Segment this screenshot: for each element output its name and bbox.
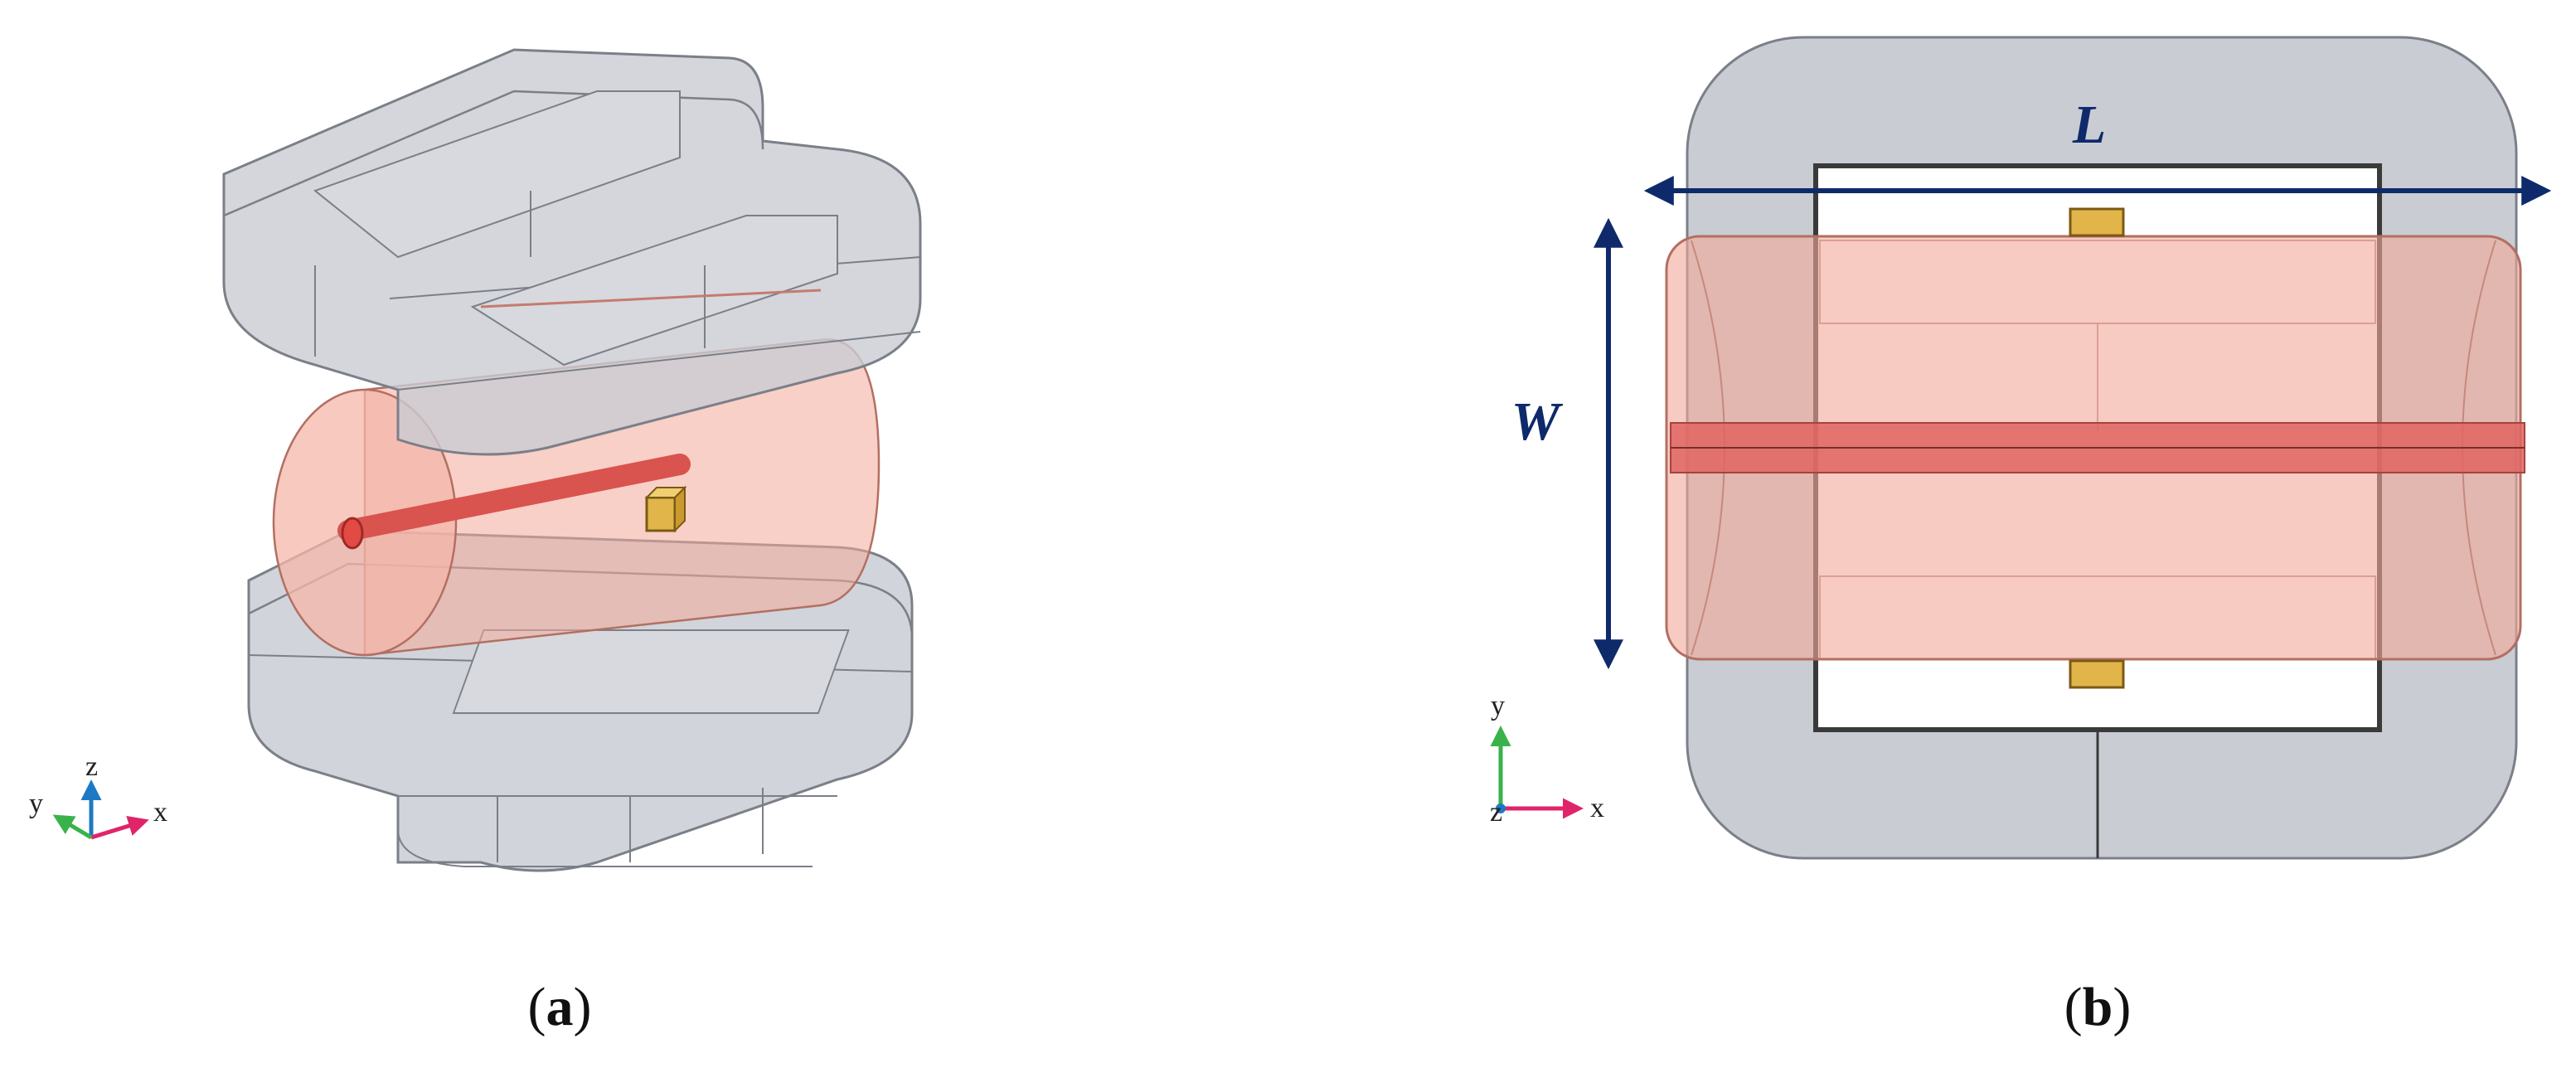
axis-triad-b: y x z	[1490, 691, 1604, 828]
upper-pole-piece	[222, 48, 922, 456]
sample-cylinder-top	[1665, 235, 2525, 661]
dimension-length: L	[1643, 95, 2552, 206]
panel-b-top-view: L W y x z (b)	[1490, 36, 2552, 1037]
sensor-chip-bottom	[2069, 659, 2125, 689]
length-label: L	[2072, 95, 2106, 155]
caption-a: (a)	[528, 977, 592, 1037]
panel-a-3d-view: z x y (a)	[29, 48, 922, 1037]
conductor-rod	[337, 454, 691, 541]
z-axis-dot	[1496, 803, 1506, 813]
sensor-chip	[644, 485, 687, 533]
y-axis-label-b: y	[1491, 691, 1505, 721]
dimension-width: W	[1511, 217, 1623, 670]
x-axis-label-b: x	[1590, 793, 1604, 823]
y-axis-label: y	[29, 789, 43, 819]
width-label: W	[1511, 391, 1564, 452]
x-axis-arrow	[90, 815, 149, 840]
y-axis-arrow	[52, 814, 93, 840]
axis-triad-a: z x y	[29, 751, 167, 840]
z-axis-label-b: z	[1490, 797, 1502, 828]
sensor-chip-top	[2069, 207, 2125, 237]
x-axis-label: x	[153, 797, 167, 828]
caption-b: (b)	[2064, 977, 2132, 1037]
z-axis-label: z	[85, 751, 98, 782]
